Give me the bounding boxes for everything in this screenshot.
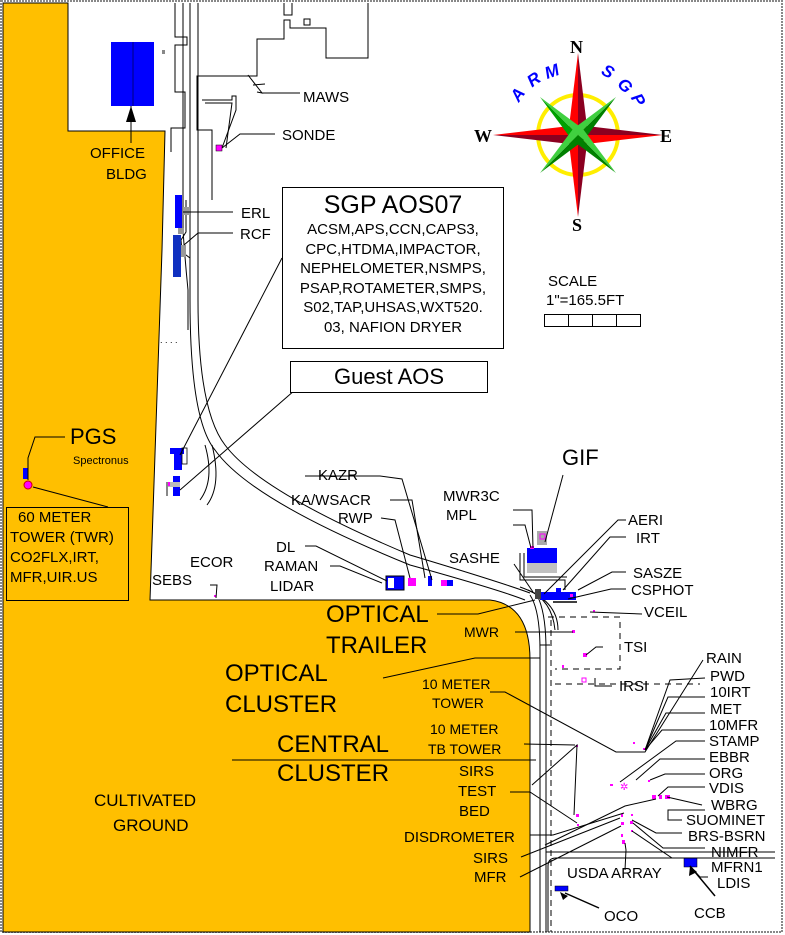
aos07-line: S02,TAP,UHSAS,WXT520.	[303, 299, 483, 316]
mfrn1-label: MFRN1	[711, 859, 763, 876]
met-label: MET	[710, 701, 742, 718]
tower-line: MFR,UIR.US	[10, 569, 98, 586]
tb-tower-label: 10 METER	[430, 721, 499, 737]
sasze-label: SASZE	[633, 565, 683, 582]
ccb-label: CCB	[694, 905, 726, 922]
guest-aos-box: Guest AOS	[290, 361, 488, 393]
ecor-label: ECOR	[190, 554, 234, 571]
sonde-label: SONDE	[282, 127, 336, 144]
office-label: OFFICE	[90, 145, 145, 162]
office-building	[111, 42, 154, 106]
optical-trailer-label: OPTICAL	[326, 601, 429, 628]
pgs-label: PGS	[70, 424, 117, 449]
lidar-label: LIDAR	[270, 578, 315, 595]
org-label: ORG	[709, 765, 744, 782]
gif-building	[527, 548, 557, 563]
10mfr-label: 10MFR	[709, 717, 759, 734]
aos07-info-box: SGP AOS07 ACSM,APS,CCN,CAPS3, CPC,HTDMA,…	[282, 187, 504, 349]
tower-info-box: 60 METER TOWER (TWR) CO2FLX,IRT, MFR,UIR…	[6, 507, 129, 601]
tsi-label: TSI	[624, 639, 648, 656]
tower-line: CO2FLX,IRT,	[10, 549, 99, 566]
rcf-building	[173, 235, 181, 277]
ebbr-label: EBBR	[709, 749, 750, 766]
rwp-label: RWP	[338, 510, 373, 527]
dl-label: DL	[276, 539, 296, 556]
dots-marker: . . . .	[160, 335, 178, 345]
brs-bsrn-label: BRS-BSRN	[688, 828, 766, 845]
mwr-label: MWR	[464, 624, 499, 640]
maws-label: MAWS	[303, 89, 350, 106]
scale-value: 1"=165.5FT	[546, 292, 625, 309]
sebs-label: SEBS	[152, 572, 193, 589]
vdis-label: VDIS	[709, 780, 745, 797]
compass-west-label: W	[474, 126, 492, 146]
csphot-label: CSPHOT	[631, 582, 694, 599]
stamp-label: STAMP	[709, 733, 760, 750]
gif-label: GIF	[562, 445, 599, 470]
raman-label: RAMAN	[264, 558, 319, 575]
tower-line: TOWER (TWR)	[10, 529, 114, 546]
optical-trailer-label: TRAILER	[326, 632, 428, 659]
office-label: BLDG	[106, 166, 147, 183]
tower-line: 60 METER	[18, 509, 92, 526]
scale-label: SCALE	[548, 273, 598, 290]
sirs-test-bed-label: BED	[459, 803, 490, 820]
compass-rose	[493, 53, 663, 217]
usda-array-label: USDA ARRAY	[567, 865, 662, 882]
optical-cluster-label: CLUSTER	[225, 691, 338, 718]
aos07-line: PSAP,ROTAMETER,SMPS,	[299, 279, 487, 297]
10irt-label: 10IRT	[710, 684, 751, 701]
erl-building	[175, 195, 182, 228]
aos07-title: SGP AOS07	[323, 191, 463, 219]
sirs-test-bed-label: SIRS	[459, 763, 495, 780]
oco-building	[554, 885, 569, 892]
mfr-label: MFR	[474, 869, 507, 886]
aos07-line: NEPHELOMETER,NSMPS,	[300, 260, 486, 277]
aos07-line: CPC,HTDMA,IMPACTOR,	[305, 240, 481, 258]
spectronus-label: Spectronus	[73, 455, 129, 467]
compass-north-label: N	[570, 37, 583, 57]
irsi-label: IRSI	[619, 678, 649, 695]
sirs-test-bed-label: TEST	[458, 783, 497, 800]
nimfr-label: NIMFR	[711, 844, 759, 861]
cultivated-ground-label: GROUND	[113, 816, 189, 835]
aos07-line: 03, NAFION DRYER	[323, 318, 463, 336]
10m-tower-label: 10 METER	[422, 676, 491, 692]
cultivated-ground	[2, 2, 531, 933]
kawsacr-label: KA/WSACR	[291, 492, 372, 509]
suominet-label: SUOMINET	[686, 812, 766, 829]
disdrometer-label: DISDROMETER	[404, 829, 515, 846]
mwr3c-label: MWR3C	[443, 488, 500, 505]
mpl-label: MPL	[446, 507, 477, 524]
rain-label: RAIN	[706, 650, 742, 667]
sashe-label: SASHE	[449, 550, 500, 567]
svg-text:✲: ✲	[620, 782, 628, 793]
erl-label: ERL	[241, 205, 271, 222]
central-cluster-label: CENTRAL	[277, 731, 390, 758]
rcf-label: RCF	[240, 226, 271, 243]
central-cluster-label: CLUSTER	[277, 760, 390, 787]
compass-south-label: S	[572, 215, 583, 235]
scale-bar	[544, 314, 641, 327]
optical-cluster-label: OPTICAL	[225, 660, 328, 687]
kazr-label: KAZR	[318, 467, 359, 484]
cultivated-ground-label: CULTIVATED	[94, 791, 197, 810]
10m-tower-label: TOWER	[432, 695, 484, 711]
sirs-label: SIRS	[473, 850, 509, 867]
irt-label: IRT	[636, 530, 660, 547]
wbrg-label: WBRG	[711, 797, 758, 814]
oco-label: OCO	[604, 908, 639, 925]
vceil-label: VCEIL	[644, 604, 688, 621]
aos07-line: ACSM,APS,CCN,CAPS3,	[307, 221, 479, 238]
ldis-label: LDIS	[717, 875, 751, 892]
tb-tower-label: TB TOWER	[428, 741, 502, 757]
compass-east-label: E	[660, 126, 673, 146]
aeri-label: AERI	[628, 512, 664, 529]
pwd-label: PWD	[710, 668, 745, 685]
